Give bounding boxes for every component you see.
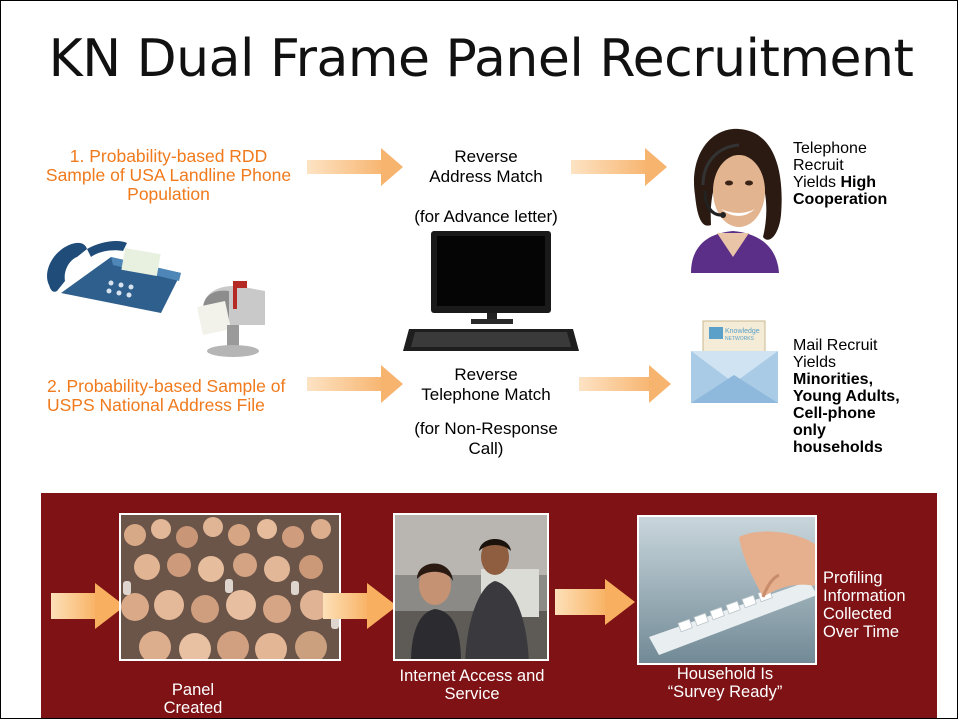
- arrow-icon: [307, 148, 403, 186]
- reverse-telephone-match: Reverse Telephone Match: [421, 365, 551, 404]
- slide-title: KN Dual Frame Panel Recruitment: [48, 29, 914, 89]
- arrow-icon: [579, 365, 671, 403]
- profiling-label: Profiling Information Collected Over Tim…: [823, 569, 906, 641]
- envelope-logo-text: Knowledge: [725, 328, 760, 335]
- computer-monitor-icon: [401, 231, 581, 356]
- survey-ready-label: Household Is “Survey Ready”: [667, 665, 783, 701]
- panel-created-label: Panel Created: [163, 681, 223, 717]
- mail-recruit-text: Mail Recruit Yields Minorities, Young Ad…: [793, 337, 900, 456]
- keyboard-photo: [637, 515, 817, 665]
- envelope-icon: Knowledge NETWORKS: [687, 317, 782, 407]
- process-band: Panel Created Internet Access and Servic…: [41, 493, 937, 718]
- rdd-sample-text: 1. Probability-based RDD Sample of USA L…: [45, 146, 292, 204]
- mailbox-icon: [173, 279, 278, 359]
- arrow-icon: [555, 579, 635, 625]
- non-response-note: (for Non-Response Call): [414, 419, 558, 458]
- arrow-icon: [571, 148, 667, 186]
- internet-access-label: Internet Access and Service: [399, 667, 545, 703]
- arrow-icon: [307, 365, 403, 403]
- headset-operator-photo: [681, 125, 785, 273]
- arrow-icon: [51, 583, 125, 629]
- arrow-icon: [323, 583, 397, 629]
- envelope-logo-subtext: NETWORKS: [725, 336, 755, 342]
- telephone-recruit-text: Telephone Recruit Yields High Cooperatio…: [793, 140, 888, 208]
- crowd-photo: [119, 513, 341, 661]
- advance-letter-note: (for Advance letter): [414, 207, 558, 226]
- office-photo: [393, 513, 549, 661]
- telephone-icon: [41, 233, 186, 318]
- reverse-address-match: Reverse Address Match: [429, 147, 543, 186]
- usps-sample-text: 2. Probability-based Sample of USPS Nati…: [47, 376, 286, 415]
